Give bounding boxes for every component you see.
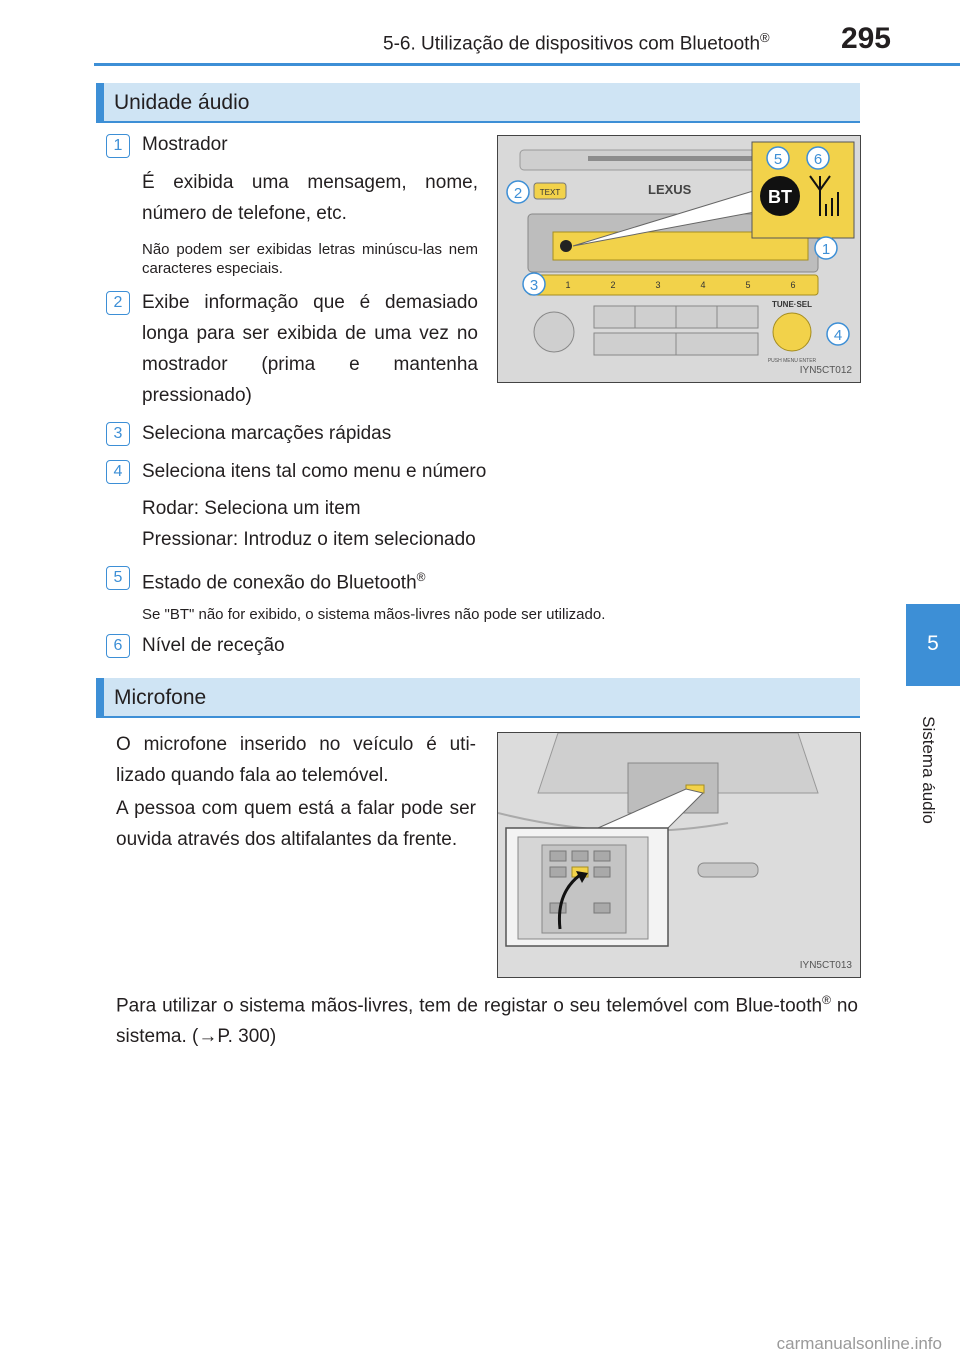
chapter-tab: 5 — [906, 604, 960, 686]
item-label: Mostrador — [142, 134, 228, 155]
chapter-label: Sistema áudio — [908, 700, 948, 840]
preset-3: 3 — [655, 280, 660, 290]
registered-mark: ® — [416, 570, 426, 584]
text-button-label: TEXT — [540, 188, 561, 197]
chapter-label-text: Sistema áudio — [919, 716, 938, 824]
section-header-microphone: Microfone — [96, 678, 860, 718]
preset-2: 2 — [610, 280, 615, 290]
item-description-rotate: Rodar: Seleciona um item — [142, 498, 361, 519]
microphone-paragraph-registration: Para utilizar o sistema mãos-livres, tem… — [116, 985, 858, 1052]
callout-3 — [522, 272, 546, 296]
item-description-press: Pressionar: Introduz o item selecionado — [142, 529, 476, 550]
header-rule — [94, 63, 960, 66]
microphone-paragraph: A pessoa com quem está a falar pode ser … — [116, 798, 476, 850]
preset-5: 5 — [745, 280, 750, 290]
item-label: Estado de conexão do Bluetooth® — [142, 562, 742, 598]
item-description: É exibida uma mensagem, nome, número de … — [142, 172, 478, 224]
header-title-mark: ® — [760, 30, 770, 45]
chapter-number: 5 — [927, 632, 939, 655]
callout-4-label: 4 — [834, 327, 842, 344]
figure-code: IYN5CT012 — [799, 365, 852, 376]
item-label: Nível de receção — [142, 635, 285, 656]
callout-4 — [826, 322, 850, 346]
callout-3-label: 3 — [530, 277, 538, 294]
preset-6: 6 — [790, 280, 795, 290]
item-number-badge: 1 — [106, 134, 130, 158]
item-note: Se "BT" não for exibido, o sistema mãos-… — [142, 606, 606, 623]
microphone-illustration — [498, 733, 860, 977]
section-title: Unidade áudio — [114, 91, 250, 114]
preset-4: 4 — [700, 280, 705, 290]
audio-unit-illustration: TEXT LEXUS 1 2 3 4 5 6 TUNE·SEL PUSH MEN… — [498, 136, 860, 382]
header-title: 5-6. Utilização de dispositivos com Blue… — [383, 30, 770, 55]
item-label-text: Estado de conexão do Bluetooth — [142, 572, 417, 594]
audio-unit-figure: TEXT LEXUS 1 2 3 4 5 6 TUNE·SEL PUSH MEN… — [497, 135, 861, 383]
item-label: Exibe informação que é demasiado longa p… — [142, 292, 478, 406]
item-number-badge: 5 — [106, 566, 130, 590]
header-title-text: 5-6. Utilização de dispositivos com Blue… — [383, 33, 761, 55]
callout-2-label: 2 — [514, 185, 522, 202]
bt-icon — [760, 176, 800, 216]
section-header-audio-unit: Unidade áudio — [96, 83, 860, 123]
microphone-figure: IYN5CT013 — [497, 732, 861, 978]
registered-mark: ® — [822, 993, 831, 1007]
bt-label: BT — [768, 187, 792, 207]
callout-6-label: 6 — [814, 151, 822, 168]
menu-label: PUSH MENU ENTER — [768, 358, 817, 364]
brand-logo: LEXUS — [648, 182, 692, 197]
callout-2 — [506, 180, 530, 204]
item-note: Não podem ser exibidas letras minúscu-la… — [142, 241, 478, 277]
item-label: Seleciona marcações rápidas — [142, 423, 392, 444]
item-number-badge: 4 — [106, 460, 130, 484]
page-number: 295 — [840, 22, 891, 55]
item-number-badge: 2 — [106, 291, 130, 315]
watermark: carmanualsonline.info — [776, 1334, 942, 1353]
callout-1 — [814, 236, 838, 260]
callout-5-label: 5 — [774, 151, 782, 168]
item-label: Seleciona itens tal como menu e número — [142, 461, 487, 482]
callout-5 — [766, 146, 790, 170]
item-number-badge: 3 — [106, 422, 130, 446]
figure-code: IYN5CT013 — [799, 960, 852, 971]
preset-1: 1 — [565, 280, 570, 290]
tune-sel-label: TUNE·SEL — [772, 300, 812, 309]
section-title: Microfone — [114, 686, 207, 709]
microphone-paragraph: O microfone inserido no veículo é uti-li… — [116, 734, 476, 786]
registration-text: Para utilizar o sistema mãos-livres, tem… — [116, 995, 823, 1017]
registration-page-ref: no sistema. (→P. 300) — [116, 995, 858, 1048]
callout-1-label: 1 — [822, 241, 830, 258]
callout-6 — [806, 146, 830, 170]
signal-icon — [809, 175, 839, 216]
item-number-badge: 6 — [106, 634, 130, 658]
